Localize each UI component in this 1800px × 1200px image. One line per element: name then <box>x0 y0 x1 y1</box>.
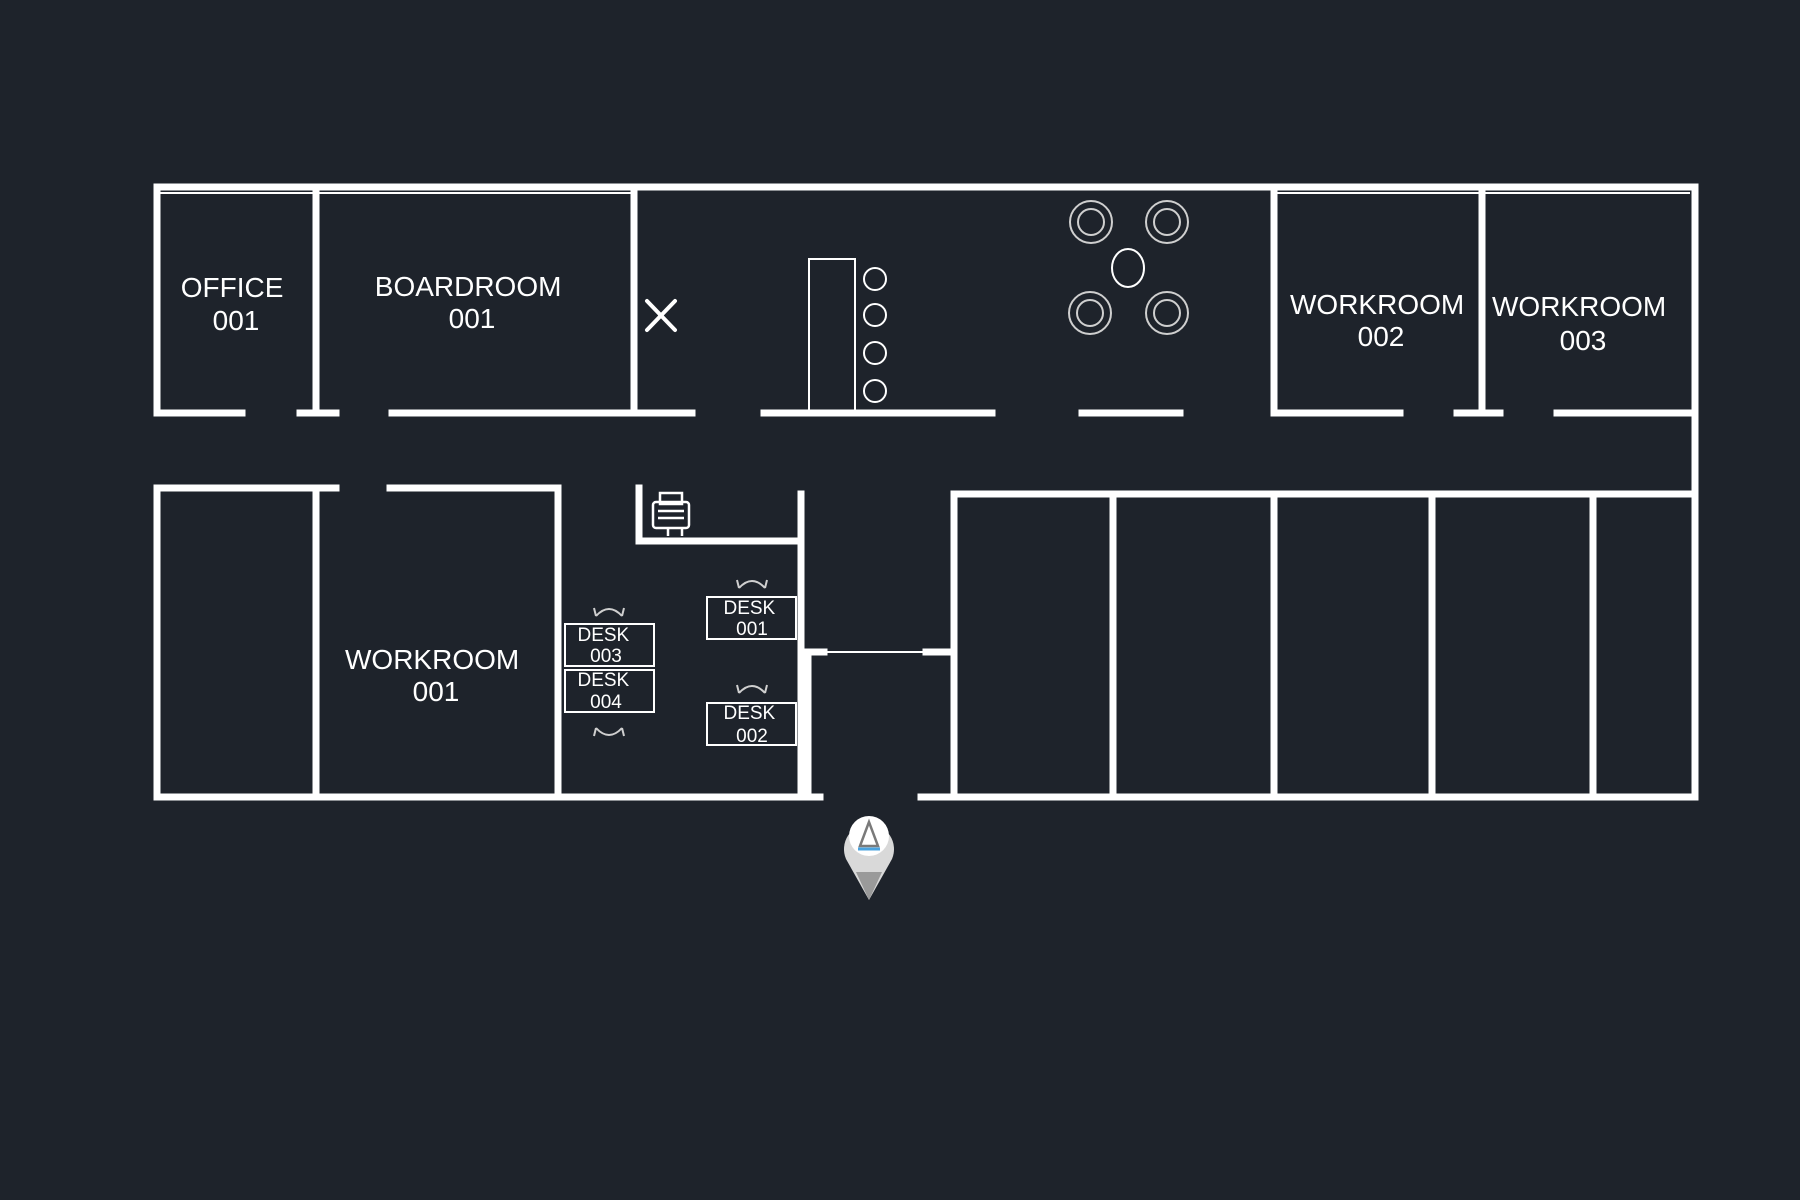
room-number: 001 <box>413 676 460 707</box>
room-label-workroom-003[interactable]: WORKROOM 003 <box>1492 291 1674 356</box>
room-name: WORKROOM <box>1290 289 1464 320</box>
desk-003[interactable] <box>564 623 655 667</box>
lounge-seating <box>1068 200 1189 335</box>
desks <box>564 579 797 746</box>
room-number: 001 <box>213 305 260 336</box>
desk-chair <box>736 579 768 589</box>
desk-name: DESK <box>577 670 629 691</box>
room-label-office-001[interactable]: OFFICE 001 <box>181 272 291 336</box>
location-marker-icon[interactable] <box>844 816 895 900</box>
desk-number: 004 <box>590 692 622 713</box>
desk-number: 002 <box>736 726 768 747</box>
desk-number: 003 <box>590 646 622 667</box>
desk-001[interactable] <box>706 596 797 640</box>
room-name: WORKROOM <box>345 644 519 675</box>
desk-label-002: DESK 002 <box>723 703 780 747</box>
kitchen-utensils-icon <box>645 299 677 332</box>
room-name: BOARDROOM <box>375 271 562 302</box>
desk-name: DESK <box>723 703 775 724</box>
desk-004[interactable] <box>564 669 655 713</box>
printer-icon <box>651 491 691 536</box>
desk-002[interactable] <box>706 702 797 746</box>
room-name: WORKROOM <box>1492 291 1666 322</box>
armchair <box>1145 200 1189 244</box>
desk-number: 001 <box>736 619 768 640</box>
room-number: 003 <box>1560 325 1607 356</box>
desk-name: DESK <box>723 598 775 619</box>
room-label-workroom-001[interactable]: WORKROOM 001 <box>345 644 527 707</box>
armchair <box>1068 291 1112 335</box>
armchair <box>1069 200 1113 244</box>
room-number: 001 <box>449 303 496 334</box>
room-label-boardroom-001[interactable]: BOARDROOM 001 <box>375 271 569 334</box>
armchair <box>1145 291 1189 335</box>
room-label-workroom-002[interactable]: WORKROOM 002 <box>1290 289 1472 352</box>
desk-chair <box>593 607 625 617</box>
room-number: 002 <box>1358 321 1405 352</box>
desk-chair <box>593 727 625 737</box>
desk-label-004: DESK 004 <box>577 670 634 713</box>
desk-chair <box>736 684 768 694</box>
kitchen-counter <box>808 258 887 412</box>
walls <box>153 183 1699 801</box>
desk-label-003: DESK 003 <box>577 625 634 667</box>
desk-label-001: DESK 001 <box>723 598 780 640</box>
desk-name: DESK <box>577 625 629 646</box>
room-name: OFFICE <box>181 272 284 303</box>
